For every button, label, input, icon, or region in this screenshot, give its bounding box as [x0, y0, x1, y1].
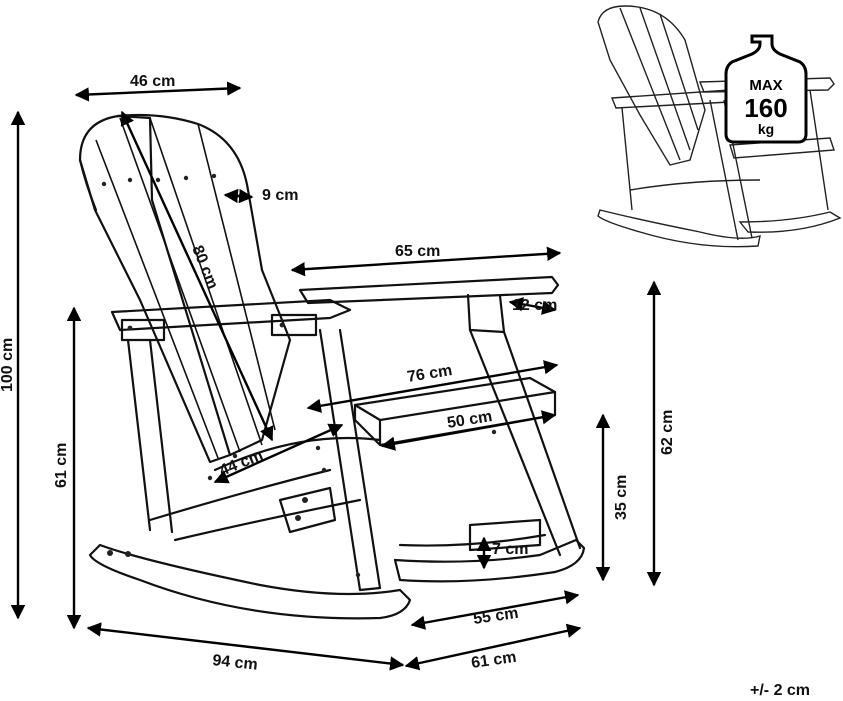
overall-length-label: 94 cm	[212, 652, 259, 674]
seat-back-gap-label: 44 cm	[217, 447, 265, 480]
rocker-depth-arrow	[410, 590, 580, 630]
badge-unit-label: kg	[758, 121, 774, 137]
seat-depth-label: 76 cm	[406, 362, 453, 386]
overall-width-label: 61 cm	[470, 649, 517, 672]
seat-width-label: 50 cm	[446, 408, 493, 432]
slat-width-label: 9 cm	[262, 187, 298, 204]
back-length-arrow	[120, 110, 274, 442]
overall-height-label: 100 cm	[0, 338, 16, 392]
thumbnail-chair	[597, 5, 842, 248]
side-height-label: 62 cm	[659, 410, 676, 455]
kettlebell-icon	[724, 34, 808, 144]
back-width-arrow	[74, 81, 242, 102]
arm-width-arrow	[508, 297, 557, 315]
dimension-labels: 46 cm 9 cm 80 cm 65 cm 12 cm 100 cm 61 c…	[0, 73, 810, 699]
seat-width-arrow	[380, 410, 557, 451]
seat-height-label: 35 cm	[613, 475, 630, 520]
rocker-depth-label: 55 cm	[472, 605, 519, 628]
overall-width-arrow	[404, 623, 582, 671]
tolerance-label: +/- 2 cm	[750, 682, 810, 699]
seat-back-gap-arrow	[213, 423, 344, 484]
badge-max-label: MAX	[749, 77, 782, 94]
back-width-label: 46 cm	[130, 73, 175, 90]
arm-height-label: 61 cm	[53, 443, 70, 488]
badge-load-value: 160	[744, 93, 787, 123]
overall-length-arrow	[86, 622, 405, 671]
arm-width-label: 12 cm	[512, 297, 557, 314]
seat-depth-arrow	[306, 360, 559, 413]
weight-badge: MAX 160 kg	[724, 34, 808, 144]
arm-length-arrow	[290, 246, 562, 277]
arm-length-label: 65 cm	[395, 243, 440, 260]
rocker-gap-label: 7 cm	[492, 541, 528, 558]
dimension-arrows	[10, 81, 662, 671]
